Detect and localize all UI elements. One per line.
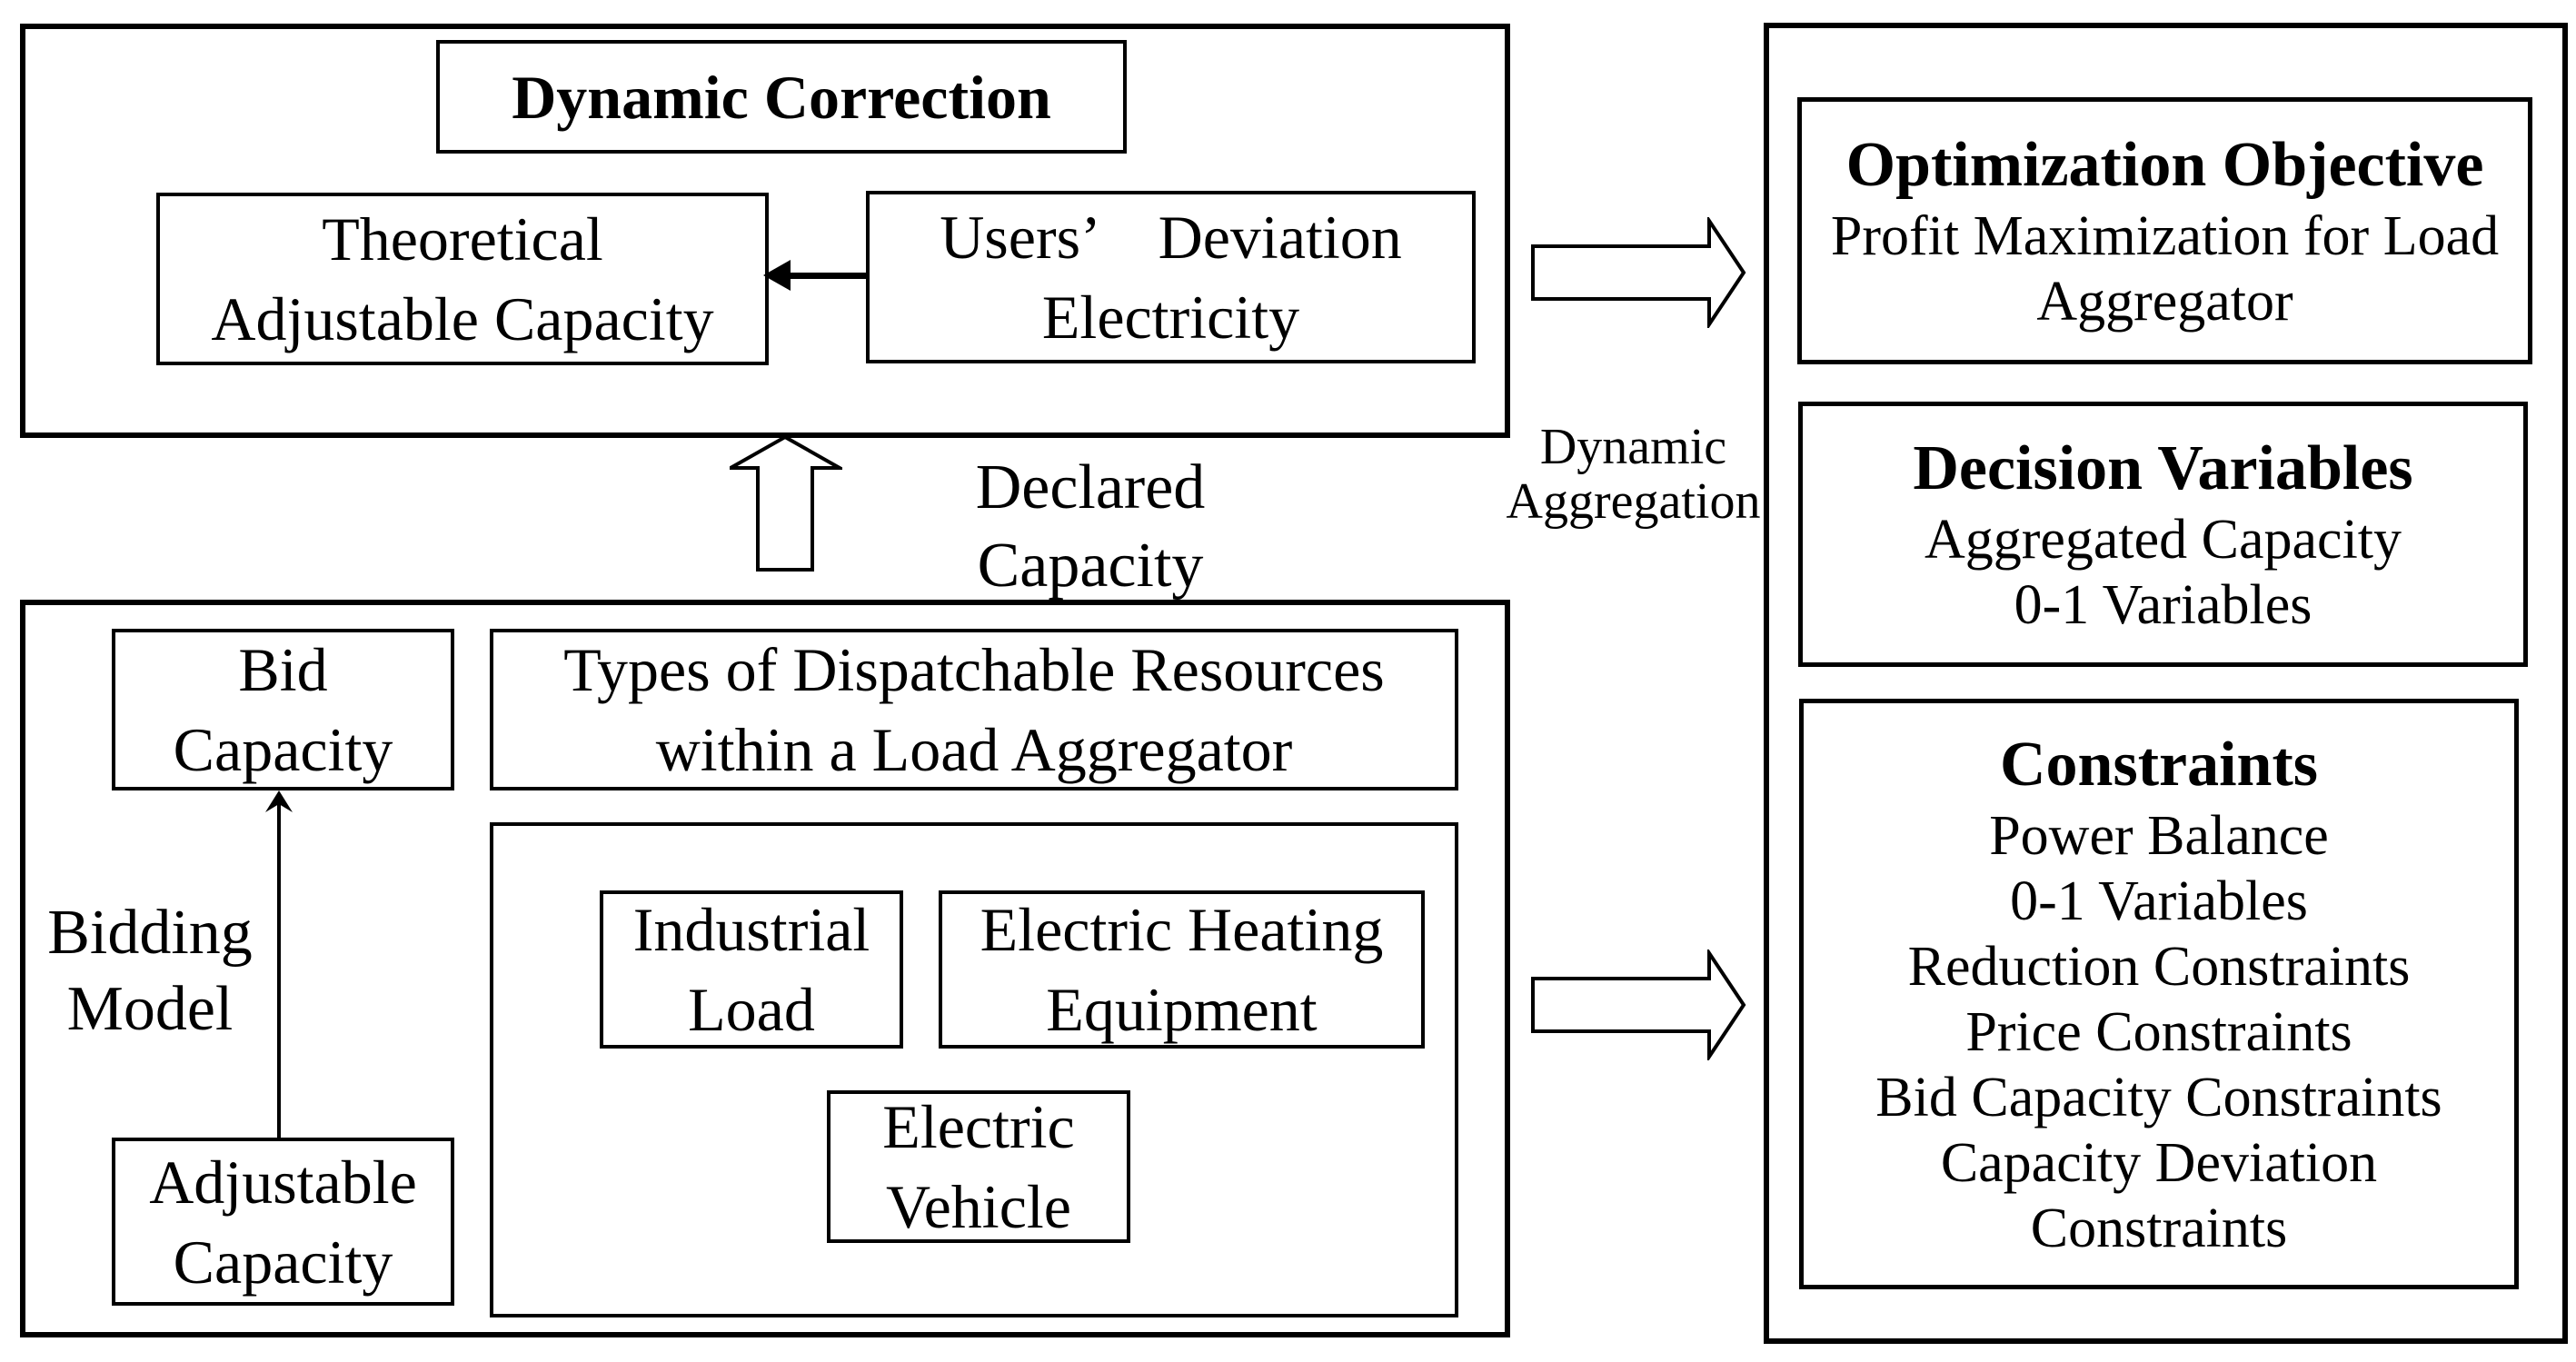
- decision-variables-line1: Aggregated Capacity: [1924, 509, 2402, 571]
- dynamic-correction-title-box: Dynamic Correction: [436, 40, 1127, 154]
- declared-capacity-line1: Declared: [975, 452, 1206, 522]
- dynamic-correction-title: Dynamic Correction: [512, 62, 1051, 132]
- bid-capacity-box: Bid Capacity: [112, 629, 454, 790]
- adjustable-capacity-box: Adjustable Capacity: [112, 1138, 454, 1306]
- electric-vehicle-box: Electric Vehicle: [827, 1090, 1130, 1243]
- theoretical-adjustable-capacity-box: Theoretical Adjustable Capacity: [156, 193, 769, 365]
- constraint-bid-capacity: Bid Capacity Constraints: [1875, 1067, 2442, 1128]
- optimization-objective-line1: Profit Maximization for Load: [1830, 205, 2500, 267]
- industrial-load-box: Industrial Load: [600, 890, 903, 1049]
- dynamic-aggregation-line2: Aggregation: [1506, 473, 1761, 530]
- up-arrow-icon: [730, 434, 842, 572]
- decision-variables-box: Decision Variables Aggregated Capacity 0…: [1798, 402, 2528, 667]
- industrial-load-line2: Load: [688, 975, 815, 1044]
- dynamic-aggregation-label: Dynamic Aggregation: [1477, 420, 1790, 529]
- users-deviation-line1: Users’ Deviation: [940, 203, 1402, 272]
- constraint-power-balance: Power Balance: [1989, 805, 2329, 867]
- bid-capacity-line1: Bid: [238, 635, 328, 704]
- dynamic-correction-panel: [20, 24, 1510, 438]
- optimization-objective-line2: Aggregator: [2036, 271, 2293, 333]
- resources-container-box: [490, 822, 1458, 1317]
- types-line2: within a Load Aggregator: [655, 715, 1293, 784]
- bid-up-arrow-icon: [265, 790, 293, 1138]
- electric-heating-line1: Electric Heating: [980, 895, 1384, 964]
- electric-vehicle-line1: Electric: [882, 1092, 1075, 1161]
- constraint-01-variables: 0-1 Variables: [2010, 870, 2308, 932]
- optimization-objective-title: Optimization Objective: [1845, 130, 2484, 200]
- bid-capacity-line2: Capacity: [173, 715, 393, 784]
- constraint-reduction: Reduction Constraints: [1907, 936, 2411, 998]
- right-arrow-top-icon: [1531, 217, 1746, 328]
- left-arrow-icon: [763, 260, 867, 291]
- decision-variables-title: Decision Variables: [1913, 433, 2413, 503]
- theoretical-line1: Theoretical: [322, 204, 603, 273]
- right-arrow-bottom-icon: [1531, 949, 1746, 1060]
- industrial-load-line1: Industrial: [632, 895, 870, 964]
- dynamic-aggregation-line1: Dynamic: [1539, 419, 1727, 475]
- users-deviation-line2: Electricity: [1041, 283, 1300, 352]
- decision-variables-line2: 0-1 Variables: [2014, 574, 2312, 636]
- bidding-model-label: Bidding Model: [23, 895, 277, 1048]
- electric-vehicle-line2: Vehicle: [886, 1172, 1071, 1241]
- bidding-model-line1: Bidding: [47, 898, 253, 968]
- constraints-title: Constraints: [1999, 730, 2319, 800]
- optimization-panel: [1764, 23, 2568, 1344]
- electric-heating-line2: Equipment: [1046, 975, 1318, 1044]
- theoretical-line2: Adjustable Capacity: [211, 284, 714, 353]
- adjustable-capacity-line1: Adjustable: [149, 1147, 417, 1217]
- optimization-objective-box: Optimization Objective Profit Maximizati…: [1797, 97, 2532, 364]
- constraints-box: Constraints Power Balance 0-1 Variables …: [1799, 699, 2519, 1289]
- bidding-model-line2: Model: [66, 974, 234, 1044]
- declared-capacity-line2: Capacity: [977, 531, 1204, 601]
- bidding-model-panel: [20, 600, 1510, 1337]
- declared-capacity-label: Declared Capacity: [918, 449, 1263, 605]
- constraint-capacity-deviation-line2: Constraints: [2030, 1198, 2288, 1259]
- adjustable-capacity-line2: Capacity: [173, 1227, 393, 1297]
- electric-heating-box: Electric Heating Equipment: [939, 890, 1425, 1049]
- users-deviation-electricity-box: Users’ Deviation Electricity: [866, 191, 1476, 363]
- types-of-resources-box: Types of Dispatchable Resources within a…: [490, 629, 1458, 790]
- constraint-capacity-deviation-line1: Capacity Deviation: [1940, 1132, 2378, 1194]
- constraint-price: Price Constraints: [1965, 1001, 2352, 1063]
- types-line1: Types of Dispatchable Resources: [563, 635, 1385, 704]
